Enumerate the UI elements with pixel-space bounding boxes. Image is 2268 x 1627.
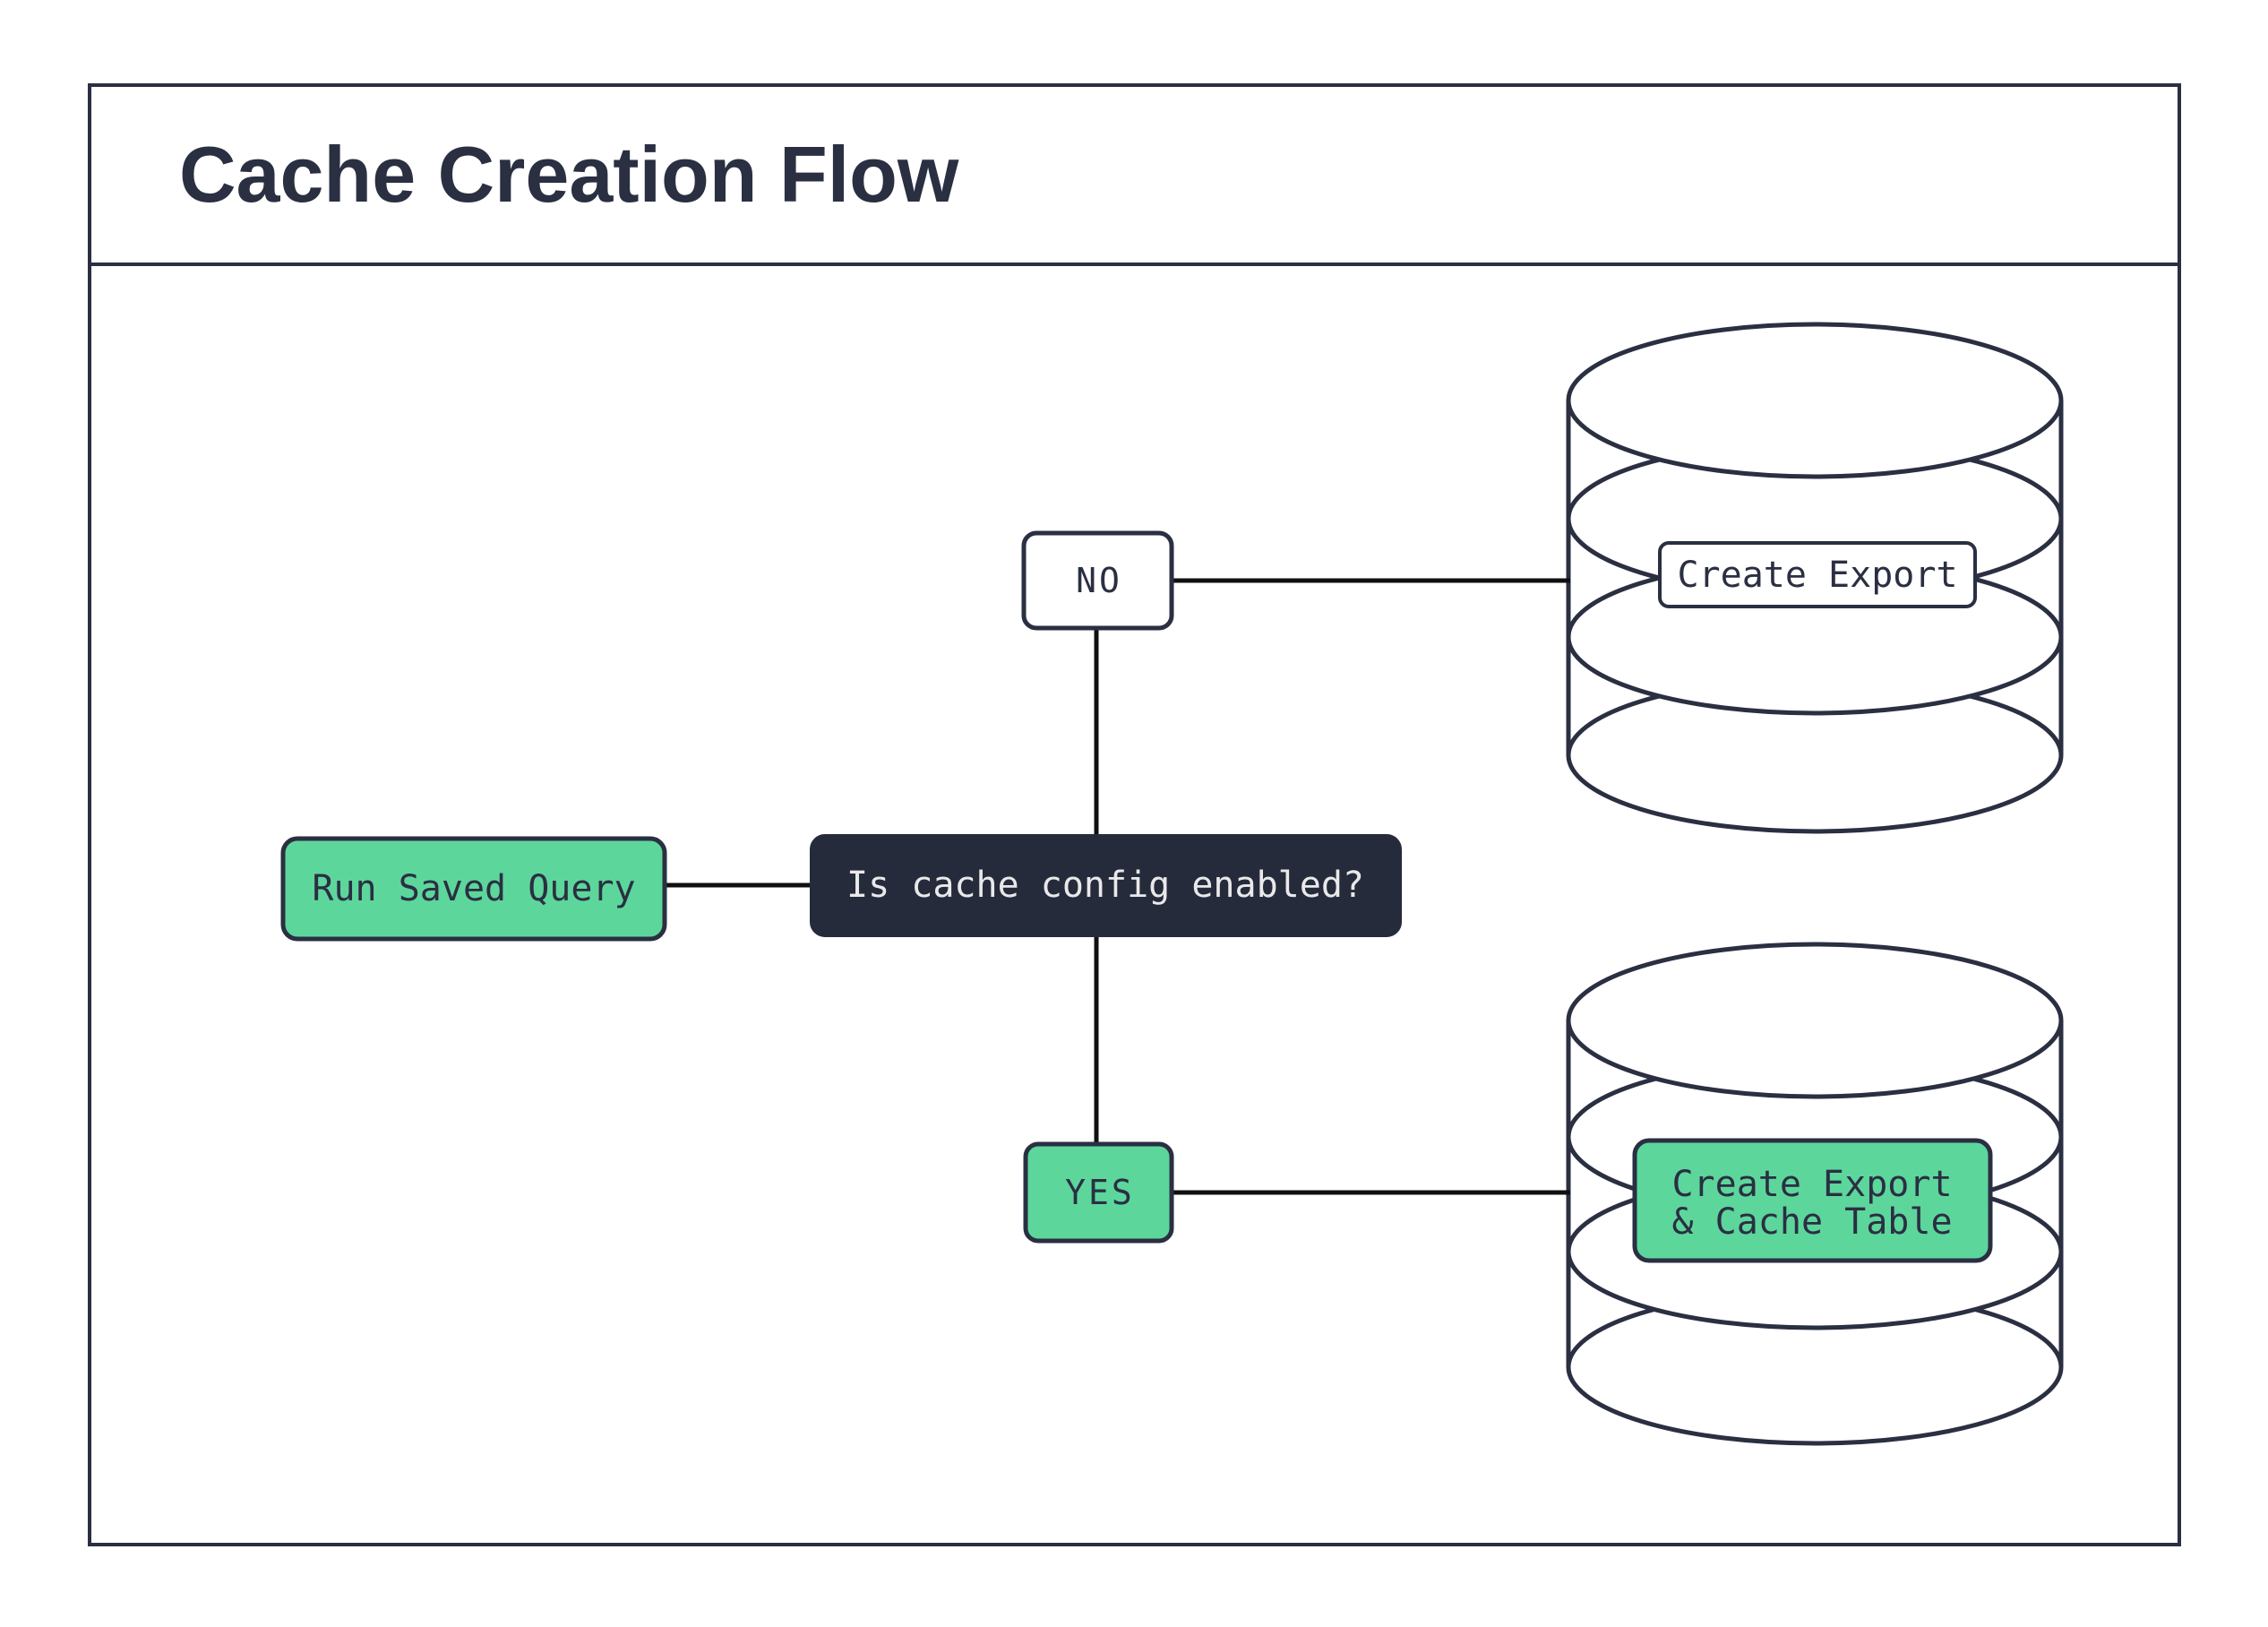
node-branch-yes-label: YES — [1065, 1173, 1135, 1212]
node-decision-box — [810, 834, 1402, 937]
database-disc — [1566, 322, 2064, 479]
node-decision: Is cache config enabled? — [810, 834, 1402, 937]
node-create-export: Create Export — [1658, 541, 1977, 608]
node-branch-no-box — [1021, 530, 1174, 631]
node-branch-no: NO — [1021, 530, 1174, 631]
title-bar: Cache Creation Flow — [91, 87, 2178, 266]
node-run-saved-query-label: Run Saved Query — [312, 868, 635, 909]
node-branch-no-label: NO — [1076, 561, 1122, 600]
node-run-saved-query-box — [280, 836, 667, 942]
page-title: Cache Creation Flow — [179, 130, 959, 219]
node-branch-yes: YES — [1023, 1141, 1174, 1244]
node-branch-yes-box — [1023, 1141, 1174, 1244]
node-create-export-cache-table-label-line2: & Cache Table — [1671, 1201, 1952, 1243]
node-create-export-label: Create Export — [1677, 555, 1957, 596]
node-create-export-box — [1658, 541, 1977, 608]
database-disc — [1566, 942, 2064, 1099]
node-create-export-cache-table: Create Export & Cache Table — [1632, 1138, 1993, 1263]
node-create-export-cache-table-label-line1: Create Export — [1671, 1164, 1952, 1205]
node-run-saved-query: Run Saved Query — [280, 836, 667, 942]
node-create-export-cache-table-box — [1632, 1138, 1993, 1263]
node-decision-label: Is cache config enabled? — [846, 865, 1364, 906]
